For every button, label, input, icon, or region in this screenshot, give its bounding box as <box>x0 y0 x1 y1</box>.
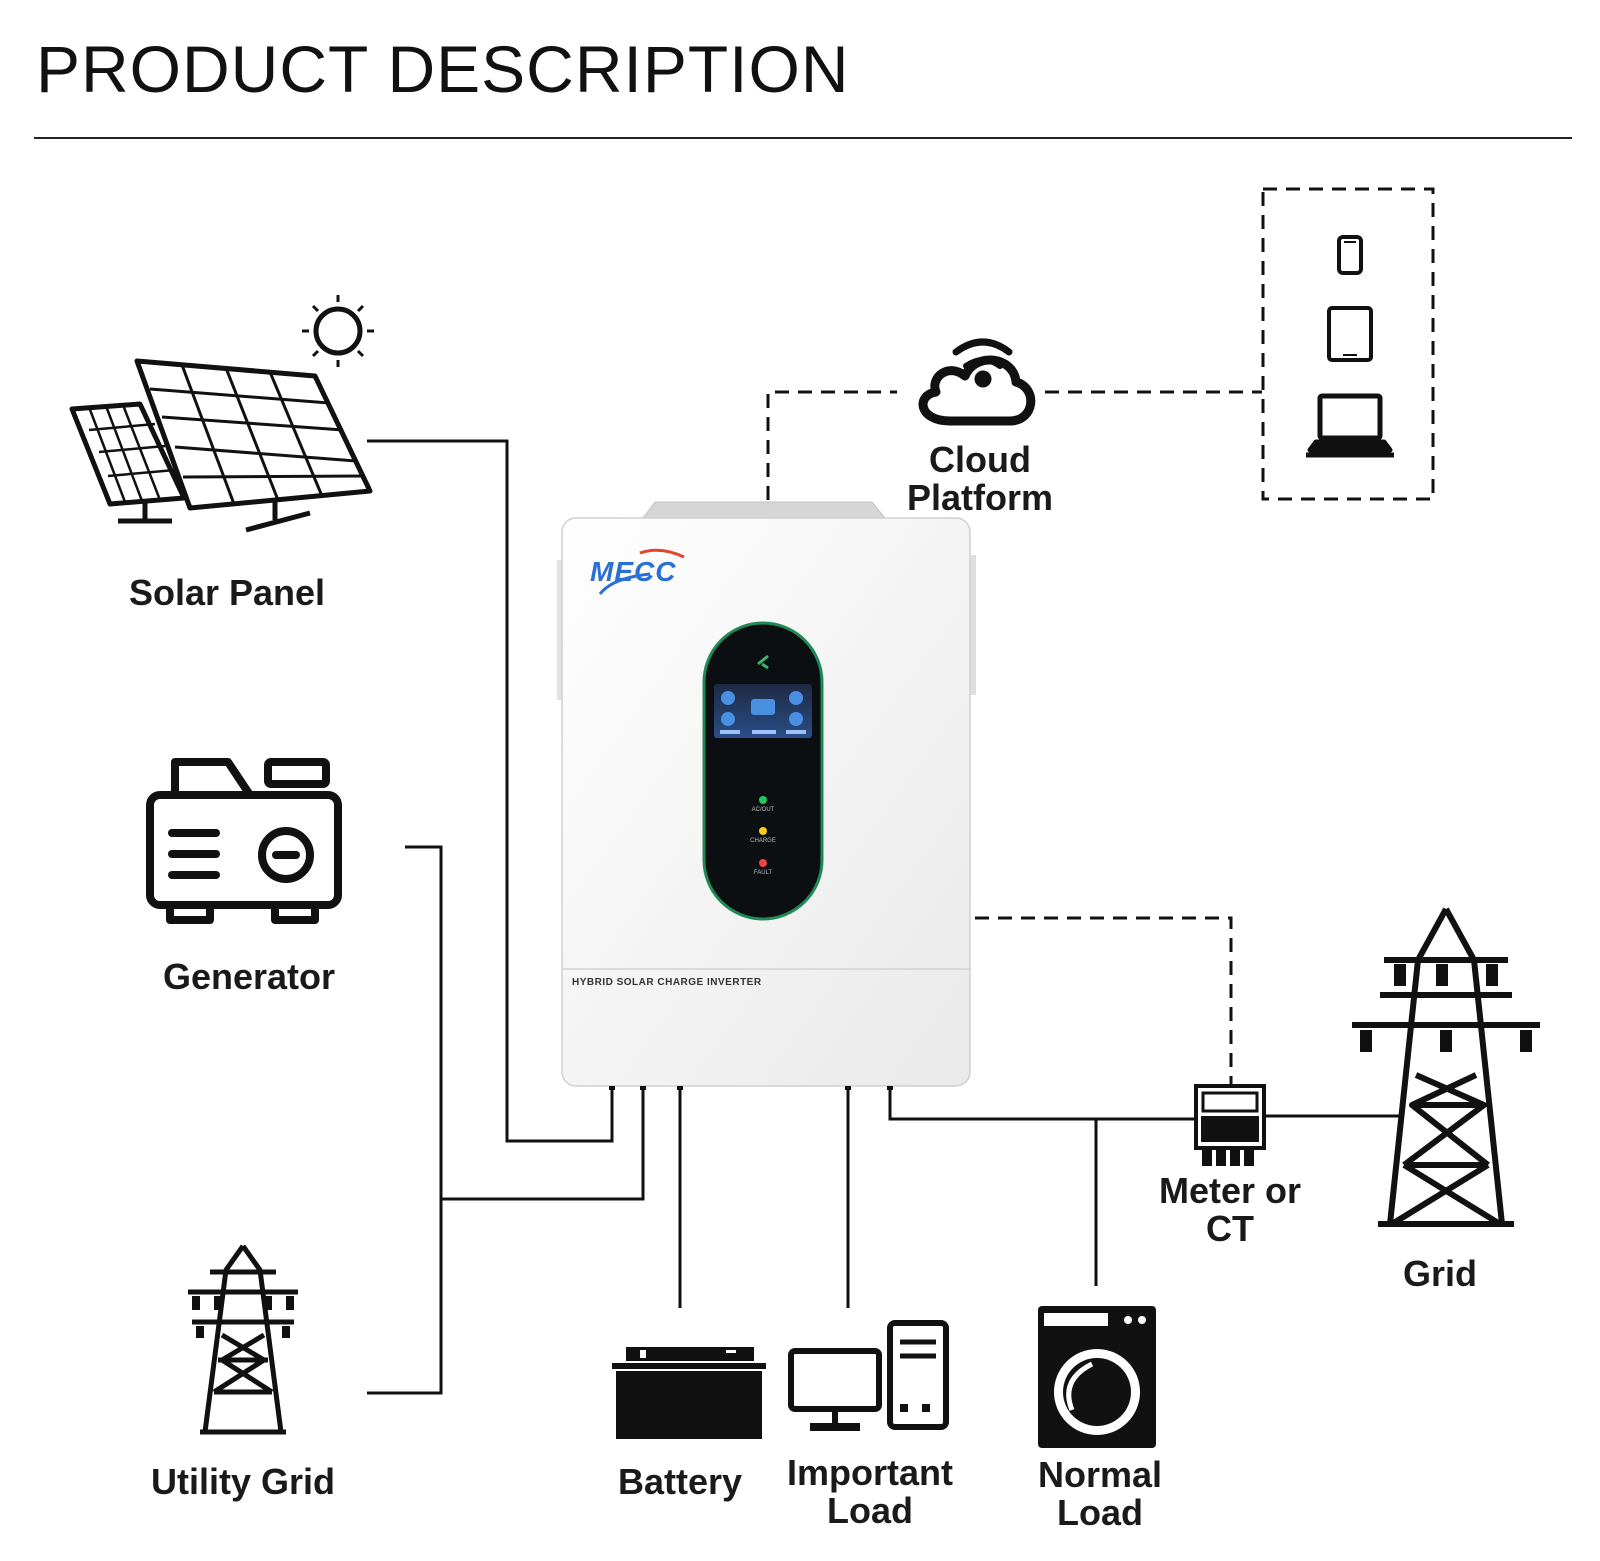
grid-line <box>888 1086 1196 1121</box>
generator-icon <box>146 758 342 924</box>
cloud-icon <box>918 338 1036 426</box>
devices-dashed-box <box>1261 187 1435 501</box>
tablet-icon <box>1327 306 1373 362</box>
title-divider <box>34 137 1572 139</box>
utility-grid-line <box>367 1199 443 1395</box>
led-charge <box>759 827 767 835</box>
important-load-label: Important Load <box>787 1452 953 1531</box>
brand-swoosh-red <box>639 548 685 559</box>
led-ac-out <box>759 796 767 804</box>
page-title: PRODUCT DESCRIPTION <box>36 32 850 106</box>
utility-grid-icon <box>188 1244 298 1435</box>
led-label-charge: CHARGE <box>750 838 776 844</box>
cloud-inverter-dashed <box>766 390 897 500</box>
led-label-fault: FAULT <box>753 870 773 876</box>
device-brand-logo: MECC <box>590 556 677 587</box>
brand-swoosh <box>598 572 651 595</box>
grid-tower-icon <box>1352 907 1540 1227</box>
normal-load-label: Normal Load <box>1037 1454 1163 1533</box>
device-strip-label: HYBRID SOLAR CHARGE INVERTER <box>572 977 762 988</box>
meter-label: Meter or CT <box>1158 1170 1302 1249</box>
washing-machine-icon <box>1038 1306 1156 1448</box>
solar-panel-label: Solar Panel <box>128 572 326 613</box>
meter-dashed <box>975 916 1233 1085</box>
battery-icon <box>612 1347 766 1439</box>
utility-grid-label: Utility Grid <box>150 1461 335 1502</box>
meter-icon <box>1194 1084 1266 1166</box>
dashed-lines <box>766 187 1435 1085</box>
led-label-ac-out: AC/OUT <box>751 807 775 813</box>
inverter-device <box>557 501 976 1090</box>
lcd-icons <box>720 691 806 734</box>
grid-label: Grid <box>1402 1253 1477 1294</box>
solar-line <box>367 439 614 1143</box>
leaf-icon <box>757 654 769 670</box>
computer-icon <box>788 1320 949 1431</box>
solar-panel-icon <box>69 295 374 533</box>
phone-icon <box>1337 235 1363 275</box>
connection-lines <box>367 439 1400 1395</box>
laptop-icon <box>1306 393 1394 458</box>
generator-label: Generator <box>162 956 336 997</box>
battery-label: Battery <box>617 1461 743 1502</box>
led-fault <box>759 859 767 867</box>
cloud-platform-label: Cloud Platform <box>906 439 1054 518</box>
